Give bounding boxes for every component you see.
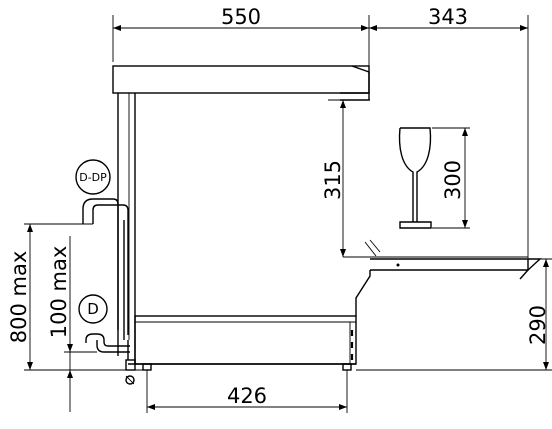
- wine-glass-outline: [398, 127, 432, 229]
- dimension-343: 343: [428, 5, 468, 29]
- drain-pump-label: D-DP: [75, 159, 111, 195]
- machine-rear-column: [117, 93, 136, 365]
- drain-pump-pipe: [82, 198, 129, 340]
- machine-feet: [142, 363, 352, 371]
- dimension-315-lines: [328, 99, 370, 257]
- machine-lower-cabinet: [128, 270, 371, 365]
- dimension-300-lines: [432, 127, 470, 229]
- drain-pipe: [85, 333, 136, 385]
- dimension-550: 550: [221, 5, 261, 29]
- dimension-100-lines: [64, 236, 97, 412]
- dimension-426-lines: [146, 370, 348, 413]
- top-dimension-lines: [112, 15, 529, 258]
- dimension-315: 315: [321, 160, 345, 200]
- dimension-100-max: 100 max: [47, 246, 71, 339]
- table-shelf: [343, 239, 542, 280]
- dimension-290: 290: [526, 305, 550, 345]
- svg-text:D: D: [87, 300, 99, 318]
- dimension-800-lines: [24, 223, 147, 371]
- machine-top-hood: [112, 65, 370, 101]
- svg-text:D-DP: D-DP: [79, 171, 107, 184]
- dimension-800-max: 800 max: [7, 251, 31, 344]
- dimension-426: 426: [227, 384, 267, 408]
- dimension-300: 300: [441, 160, 465, 200]
- dimension-290-lines: [356, 258, 552, 371]
- drain-label: D: [78, 294, 108, 324]
